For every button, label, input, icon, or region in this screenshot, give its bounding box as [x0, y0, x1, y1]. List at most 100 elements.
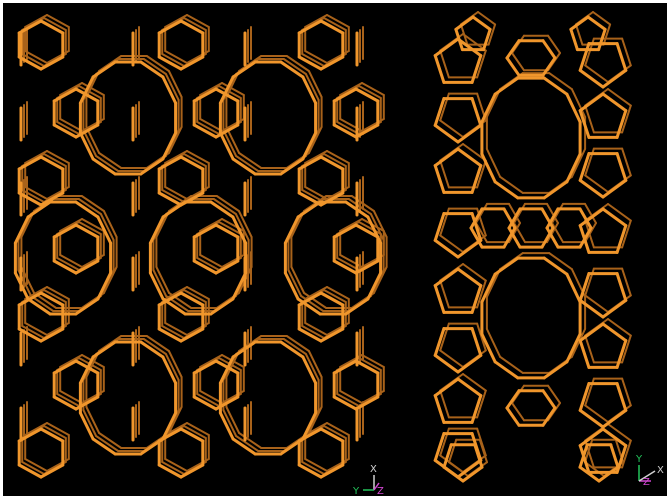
twelve-ring-channel	[231, 437, 257, 456]
hexagonal-ring	[157, 327, 183, 343]
five-ring	[439, 49, 450, 79]
twelve-ring-channel	[161, 355, 178, 385]
five-ring	[439, 234, 464, 253]
hexagonal-ring	[507, 207, 522, 230]
hexagonal-ring	[24, 322, 48, 336]
twelve-ring-channel	[480, 92, 497, 124]
hexagonal-ring	[39, 427, 65, 443]
hexagonal-ring	[164, 50, 188, 64]
twelve-ring-channel	[82, 409, 98, 437]
hexagonal-ring	[192, 87, 218, 103]
twelve-ring-channel	[344, 297, 370, 316]
five-ring	[462, 143, 487, 162]
twelve-ring-channel	[565, 332, 582, 364]
hexagonal-ring	[354, 123, 380, 139]
five-ring	[433, 284, 446, 314]
twelve-ring-channel	[283, 215, 300, 245]
hexagonal-ring	[186, 286, 210, 300]
framework-view-right[interactable]	[433, 11, 632, 483]
five-ring	[584, 104, 595, 134]
hexagonal-ring	[502, 207, 517, 230]
hexagonal-ring	[578, 226, 593, 249]
twelve-ring-channel	[91, 340, 117, 359]
hexagonal-ring	[199, 390, 223, 404]
hexagonal-ring	[56, 121, 80, 135]
hexagonal-ring	[199, 118, 223, 132]
hexagonal-ring	[52, 395, 78, 411]
five-ring	[433, 432, 446, 462]
hexagonal-ring	[46, 286, 70, 300]
framework-view-left[interactable]	[13, 14, 388, 479]
twelve-ring-channel	[301, 75, 318, 105]
hexagonal-ring	[545, 226, 560, 249]
hexagonal-ring	[545, 207, 560, 230]
hexagonal-ring	[161, 53, 185, 67]
twelve-ring-channel	[480, 332, 497, 364]
hexagonal-ring	[547, 384, 561, 404]
hexagonal-ring	[214, 123, 240, 139]
twelve-ring-channel	[95, 155, 120, 172]
hexagonal-ring	[547, 34, 561, 54]
hexagonal-ring	[24, 150, 48, 164]
twelve-ring-channel	[542, 180, 569, 200]
five-ring	[578, 339, 591, 369]
hexagonal-ring	[157, 291, 183, 307]
twelve-ring-channel	[231, 157, 257, 176]
five-ring	[578, 408, 605, 429]
twelve-ring-channel	[499, 175, 524, 194]
five-ring	[433, 123, 460, 144]
twelve-ring-channel	[231, 60, 257, 79]
twelve-ring-channel	[139, 340, 165, 359]
twelve-ring-channel	[307, 70, 323, 98]
hexagonal-ring	[551, 222, 564, 244]
twelve-ring-channel	[565, 152, 582, 184]
hexagonal-ring	[24, 458, 48, 472]
axis-triad-right: Y Z X	[635, 454, 664, 488]
twelve-ring-channel	[164, 353, 180, 381]
hexagonal-ring	[199, 254, 223, 268]
hexagonal-ring	[17, 191, 43, 207]
five-ring	[470, 394, 483, 424]
five-ring	[433, 327, 446, 357]
five-ring	[433, 353, 460, 374]
five-ring	[569, 15, 590, 31]
hexagonal-ring	[39, 55, 65, 71]
twelve-ring-channel	[279, 157, 305, 176]
twelve-ring-channel	[145, 335, 170, 352]
twelve-ring-channel	[152, 269, 168, 297]
hexagonal-ring	[218, 85, 242, 99]
hexagonal-ring	[52, 223, 78, 239]
twelve-ring-channel	[96, 271, 113, 301]
five-ring	[439, 159, 450, 189]
hexagonal-ring	[475, 222, 488, 244]
five-ring	[621, 147, 632, 177]
twelve-ring-channel	[285, 55, 310, 72]
hexagonal-ring	[354, 395, 380, 411]
five-ring	[578, 152, 591, 182]
twelve-ring-channel	[77, 198, 102, 215]
hexagonal-ring	[358, 221, 382, 235]
hexagonal-ring	[46, 150, 70, 164]
hexagonal-ring	[196, 121, 220, 135]
3d-viewport[interactable]: X Y Z Y Z X	[3, 3, 667, 496]
twelve-ring-channel	[82, 129, 98, 157]
hexagonal-ring	[59, 254, 83, 268]
five-ring	[584, 64, 609, 83]
five-ring	[578, 272, 591, 302]
framework-scene[interactable]: X Y Z Y Z X	[3, 3, 667, 496]
twelve-ring-channel	[493, 256, 520, 276]
twelve-ring-channel	[285, 335, 310, 352]
five-ring	[462, 373, 487, 392]
twelve-ring-channel	[282, 338, 307, 355]
five-ring	[621, 334, 632, 364]
hexagonal-ring	[183, 425, 207, 439]
five-ring	[607, 423, 632, 442]
twelve-ring-channel	[26, 200, 52, 219]
five-ring	[578, 42, 591, 72]
hexagonal-ring	[323, 17, 347, 31]
five-ring	[470, 54, 483, 84]
hexagonal-ring	[513, 222, 526, 244]
hexagonal-ring	[505, 39, 521, 60]
five-ring	[433, 164, 446, 194]
hexagonal-ring	[199, 218, 223, 232]
